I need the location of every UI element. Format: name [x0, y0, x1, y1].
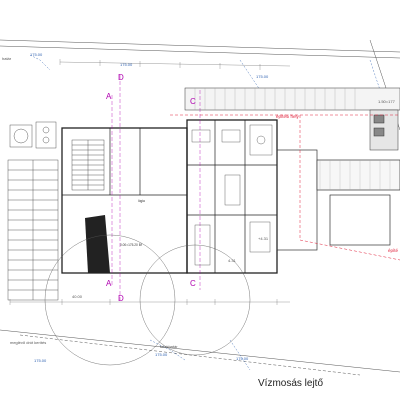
upper-right-terrace — [184, 87, 400, 151]
dim-bottom-mid: 175.00 — [155, 352, 168, 357]
axis-label-a-top: A — [106, 92, 112, 101]
right-extension — [276, 149, 400, 251]
loggia-hatch — [85, 215, 110, 273]
bottom-dimension-line — [9, 299, 290, 305]
dim-bottom-left: 175.00 — [34, 358, 47, 363]
axis-label-c-bottom: C — [190, 279, 196, 288]
axis-label-a-bottom: A — [106, 279, 112, 288]
dim-bottom-right: 175.00 — [236, 356, 249, 361]
top-dimension-line — [59, 59, 291, 70]
dim-right-top: 175.00 — [256, 74, 269, 79]
axis-label-d-bottom: D — [118, 294, 124, 303]
left-stairs — [7, 121, 59, 301]
building-walls — [61, 119, 278, 274]
room-fixtures — [191, 124, 273, 266]
building-envelope-lines — [170, 114, 400, 261]
axis-label-c-top: C — [190, 97, 196, 106]
property-lines — [0, 39, 400, 376]
grid-axes — [111, 75, 201, 300]
telekhatar-label: telekhatár — [160, 344, 178, 349]
dim-150: 1.50=177 — [378, 99, 396, 104]
epitesi-hely-label: építési hely — [276, 114, 300, 119]
logia-label: lógia — [138, 199, 145, 203]
meglevo-drot-label: meglévő drót kerítés — [10, 340, 46, 345]
dim-top-left: 175.00 — [30, 52, 43, 57]
hatar-label: határ — [2, 56, 12, 61]
dim-431: +4.31 — [258, 236, 269, 241]
drawing-title: Vízmosás lejtő — [258, 378, 323, 389]
dim-top-mid: 175.00 — [120, 62, 133, 67]
dim-431b: 4.31 — [228, 258, 237, 263]
level-main-label: 0.00=175.20 Bf — [120, 243, 142, 247]
axis-label-d-top: D — [118, 73, 124, 82]
epitesi-hely-right-label: építé — [388, 248, 399, 253]
dim-40: 40.00 — [72, 294, 83, 299]
interior-stairs — [71, 139, 105, 191]
